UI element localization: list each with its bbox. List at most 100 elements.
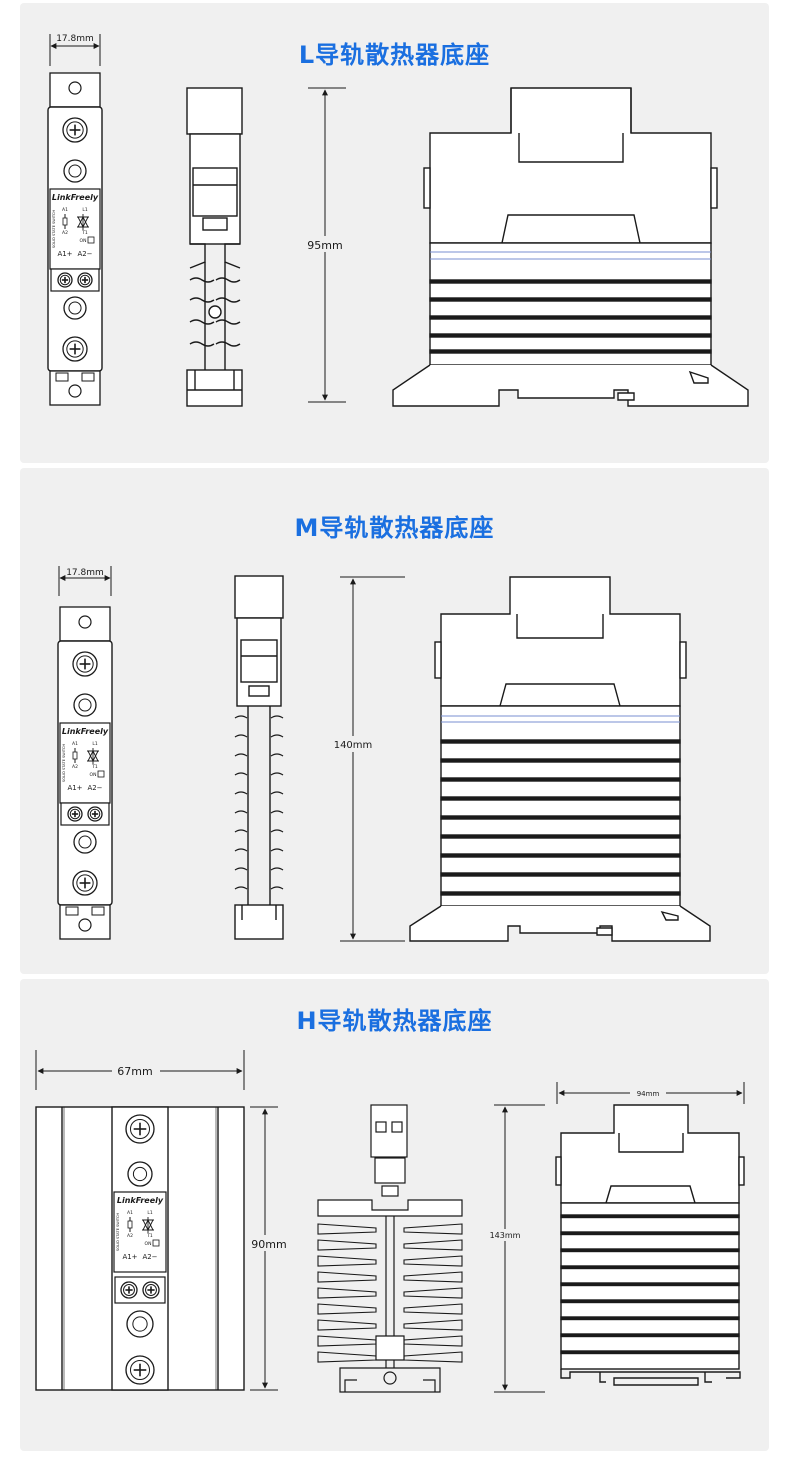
terminal-t1-label: T1 bbox=[91, 764, 98, 770]
fin-blade bbox=[403, 1351, 463, 1363]
fin-blade bbox=[317, 1303, 377, 1315]
screw-icon bbox=[120, 1281, 138, 1299]
side-text: SOLID STATE SWITCH bbox=[116, 1213, 120, 1251]
terminal-l1-label: L1 bbox=[147, 1210, 153, 1216]
fin-line bbox=[440, 777, 681, 782]
h-side-height-label: 143mm bbox=[490, 1231, 521, 1240]
fin-line bbox=[429, 279, 712, 284]
l-heatsink-side-view bbox=[392, 87, 749, 407]
l-width-label: 17.8mm bbox=[56, 34, 94, 44]
a1-plus-label: A1+ bbox=[57, 250, 72, 258]
fin-blade bbox=[403, 1287, 463, 1299]
h-side-width-label: 94mm bbox=[637, 1090, 660, 1098]
fin-wave bbox=[234, 715, 284, 719]
screw-icon bbox=[142, 1281, 160, 1299]
screw-icon bbox=[77, 272, 93, 288]
m-width-label: 17.8mm bbox=[66, 568, 104, 578]
terminal-a1-label: A1 bbox=[72, 741, 78, 747]
section-m-title: M导轨散热器底座 bbox=[294, 514, 495, 542]
terminal-a2-label: A2 bbox=[62, 230, 68, 236]
fin-blade bbox=[403, 1223, 463, 1235]
screw-icon bbox=[125, 1114, 155, 1144]
fin-wave bbox=[234, 886, 284, 890]
fin-blade bbox=[317, 1335, 377, 1347]
fin-blade bbox=[403, 1319, 463, 1331]
terminal-t1-label: T1 bbox=[81, 230, 88, 236]
terminal-t1-label: T1 bbox=[146, 1233, 153, 1239]
on-indicator-label: ON bbox=[90, 772, 97, 778]
fin-line bbox=[560, 1282, 740, 1287]
fin-line bbox=[560, 1316, 740, 1321]
m-rail-side-profile bbox=[234, 575, 284, 940]
fin-line bbox=[440, 872, 681, 877]
fin-line bbox=[440, 758, 681, 763]
fin-wave bbox=[234, 772, 284, 776]
fin-wave bbox=[234, 810, 284, 814]
fin-wave bbox=[234, 867, 284, 871]
fin-line bbox=[560, 1333, 740, 1338]
round-knob-icon bbox=[127, 1161, 153, 1187]
fin-blade bbox=[403, 1255, 463, 1267]
screw-icon bbox=[72, 870, 98, 896]
m-width-dimension bbox=[58, 566, 112, 596]
section-l-title: L导轨散热器底座 bbox=[298, 41, 491, 69]
mount-hole-icon bbox=[78, 615, 92, 629]
fin-line bbox=[560, 1265, 740, 1270]
a1-plus-label: A1+ bbox=[122, 1253, 137, 1261]
fin-wave bbox=[234, 848, 284, 852]
on-indicator-label: ON bbox=[145, 1241, 152, 1247]
brand-logo-text: LinkFreely bbox=[117, 1196, 164, 1205]
fin-line bbox=[440, 739, 681, 744]
on-indicator-led bbox=[152, 1239, 160, 1247]
screw-icon bbox=[72, 651, 98, 677]
brand-logo-text: LinkFreely bbox=[52, 193, 99, 202]
l-height-label: 95mm bbox=[307, 239, 342, 252]
fin-line bbox=[560, 1248, 740, 1253]
fin-blade bbox=[317, 1271, 377, 1283]
fin-wave bbox=[234, 791, 284, 795]
fin-line bbox=[429, 349, 712, 354]
screw-icon bbox=[87, 806, 103, 822]
fin-blade bbox=[317, 1319, 377, 1331]
l-width-dimension bbox=[49, 34, 101, 66]
side-text: SOLID STATE SWITCH bbox=[52, 210, 56, 248]
m-height-label: 140mm bbox=[334, 740, 373, 751]
terminal-l1-label: L1 bbox=[92, 741, 98, 747]
a2-minus-label: A2− bbox=[87, 784, 102, 792]
fin-wave bbox=[234, 753, 284, 757]
thyristor-symbol-icon bbox=[62, 214, 89, 230]
side-text: SOLID STATE SWITCH bbox=[62, 744, 66, 782]
fin-blade bbox=[317, 1239, 377, 1251]
fin-blade bbox=[403, 1239, 463, 1251]
section-h-title: H导轨散热器底座 bbox=[296, 1007, 493, 1035]
h-width-label: 67mm bbox=[117, 1065, 152, 1078]
h-fin-profile bbox=[317, 1104, 463, 1393]
on-indicator-label: ON bbox=[80, 238, 87, 244]
round-knob-icon bbox=[126, 1310, 154, 1338]
mount-hole-icon bbox=[68, 81, 82, 95]
relay-label-panel bbox=[113, 1191, 167, 1273]
fin-line bbox=[560, 1299, 740, 1304]
mount-hole-icon bbox=[78, 918, 92, 932]
fin-blade bbox=[403, 1335, 463, 1347]
terminal-a1-label: A1 bbox=[127, 1210, 133, 1216]
screw-icon bbox=[125, 1355, 155, 1385]
brand-logo-text: LinkFreely bbox=[62, 727, 109, 736]
fin-blade bbox=[317, 1223, 377, 1235]
fin-line bbox=[429, 315, 712, 320]
thyristor-symbol-icon bbox=[127, 1217, 154, 1233]
fin-line bbox=[440, 815, 681, 820]
m-heatsink-side-view bbox=[409, 576, 711, 942]
h-height-label: 90mm bbox=[251, 1238, 286, 1251]
h-heatsink-side-view bbox=[555, 1104, 745, 1386]
fin-line bbox=[440, 853, 681, 858]
top-mount-tab bbox=[49, 72, 101, 108]
fin-blade bbox=[403, 1271, 463, 1283]
round-knob-icon bbox=[73, 830, 97, 854]
fin-line bbox=[429, 333, 712, 338]
fin-blade bbox=[317, 1255, 377, 1267]
on-indicator-led bbox=[97, 770, 105, 778]
